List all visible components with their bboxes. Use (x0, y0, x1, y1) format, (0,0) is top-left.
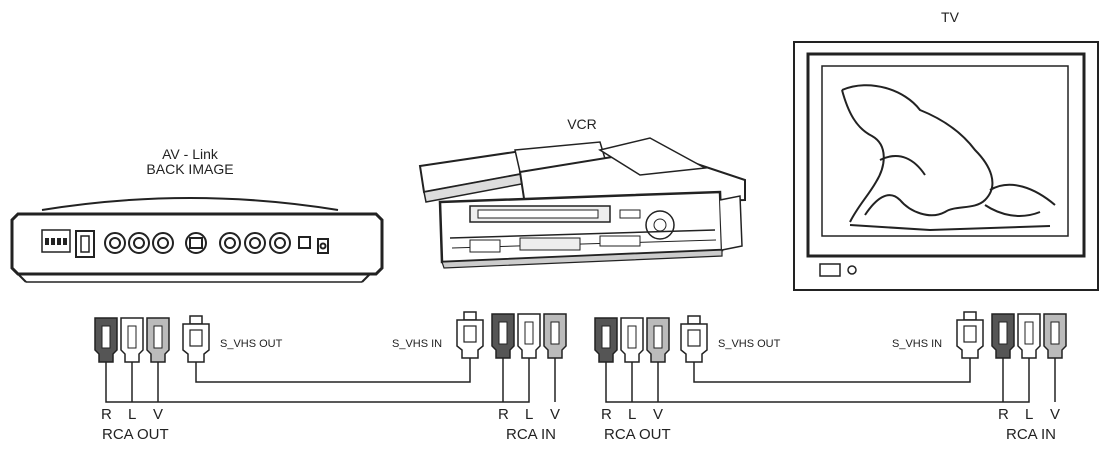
channel-l-in-2: L (1025, 406, 1034, 423)
rca-plug-r-out-2 (594, 317, 618, 375)
svhs-in-label-1: S_VHS IN (392, 338, 443, 350)
channel-v-in-1: V (550, 406, 561, 423)
svhs-plug-out-1 (182, 315, 210, 379)
svhs-plug-in-2 (956, 311, 984, 375)
channel-v-in-2: V (1050, 406, 1061, 423)
channel-r-in-2: R (998, 406, 1009, 423)
svhs-in-label-2: S_VHS IN (892, 338, 943, 350)
channel-r-out-2: R (601, 406, 612, 423)
channel-l-out-2: L (628, 406, 637, 423)
channel-v-out-2: V (653, 406, 664, 423)
channel-v-out-1: V (153, 406, 164, 423)
avlink-title: AV - Link BACK IMAGE (140, 147, 240, 177)
svhs-plug-out-2 (680, 315, 708, 379)
rca-plug-l-out-2 (620, 317, 644, 375)
rca-plug-l-out-1 (120, 317, 144, 375)
svhs-out-label-2: S_VHS OUT (718, 338, 781, 350)
rca-plug-r-out-1 (94, 317, 118, 375)
rca-plug-v-in-1 (543, 313, 567, 371)
rca-in-label-2: RCA IN (1006, 426, 1057, 443)
rca-plug-r-in-2 (991, 313, 1015, 371)
rca-plug-r-in-1 (491, 313, 515, 371)
rca-out-label-2: RCA OUT (604, 426, 671, 443)
channel-r-in-1: R (498, 406, 509, 423)
rca-plug-l-in-1 (517, 313, 541, 371)
vcr-device (418, 137, 746, 269)
svhs-out-label-1: S_VHS OUT (220, 338, 283, 350)
avlink-device (10, 197, 384, 283)
tv-device (793, 41, 1099, 291)
avlink-title-line1: AV - Link (162, 146, 218, 162)
rca-plug-v-out-1 (146, 317, 170, 375)
rca-out-label-1: RCA OUT (102, 426, 169, 443)
channel-l-out-1: L (128, 406, 137, 423)
avlink-title-line2: BACK IMAGE (146, 161, 234, 177)
svhs-plug-in-1 (456, 311, 484, 375)
rca-in-label-1: RCA IN (506, 426, 557, 443)
vcr-title: VCR (567, 116, 597, 132)
rca-plug-l-in-2 (1017, 313, 1041, 371)
rca-plug-v-out-2 (646, 317, 670, 375)
tv-title: TV (941, 9, 959, 25)
cable-wires (105, 370, 1056, 403)
channel-r-out-1: R (101, 406, 112, 423)
channel-l-in-1: L (525, 406, 534, 423)
rca-plug-v-in-2 (1043, 313, 1067, 371)
